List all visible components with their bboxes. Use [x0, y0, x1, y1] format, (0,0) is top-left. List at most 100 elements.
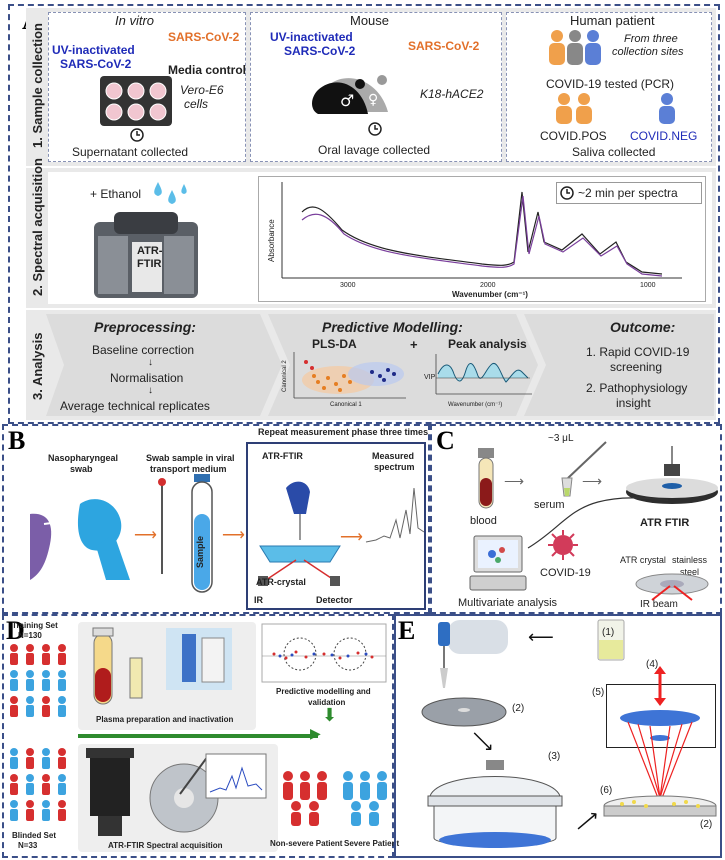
model-plsda: PLS-DA [312, 337, 357, 351]
b-atr-label: ATR-FTIR [262, 451, 303, 461]
arrow-b-2: ⟶ [222, 527, 245, 544]
human-pos: COVID.POS [540, 129, 607, 143]
pre-step-1: Baseline correction [92, 343, 195, 357]
training-label-2: N=130 [18, 631, 42, 640]
human-result: Saliva collected [572, 145, 656, 159]
plasma-label: Plasma preparation and inactivation [96, 715, 234, 724]
vtm-label-1: Swab sample in viral [146, 453, 235, 463]
plasma-tubes-icon [92, 627, 232, 705]
tick-3000: 3000 [340, 282, 356, 289]
tube-sample-label: Sample [195, 535, 205, 568]
panel-e [394, 614, 722, 858]
svg-text:♂: ♂ [340, 91, 354, 110]
tick-2000: 2000 [480, 282, 496, 289]
c-blood-label: blood [470, 515, 497, 527]
e-label-2: (2) [512, 703, 525, 714]
e-label-5: (5) [592, 687, 605, 698]
sample-tube-icon [158, 474, 213, 593]
out-1a: 1. Rapid COVID-19 [586, 345, 690, 359]
panel-d [2, 614, 394, 858]
atr-crystal-diagram [258, 481, 341, 586]
arrow-c-2: ⟶ [582, 473, 603, 489]
acq-label: ATR-FTIR Spectral acquisition [108, 841, 223, 850]
blood-tube-icon [478, 448, 494, 509]
c-volume-label: ~3 μL [548, 433, 574, 444]
green-arrow-d-head: ▶ [310, 725, 321, 741]
computer-icon [469, 535, 527, 591]
invitro-box [48, 12, 246, 162]
model-plus: + [410, 337, 418, 352]
invitro-uv: UV-inactivated [52, 43, 135, 57]
pipette-icon-c [561, 441, 607, 497]
arrow-b-1: ⟶ [134, 527, 157, 544]
blinded-label-1: Blinded Set [12, 831, 57, 840]
pos-people-icon [556, 93, 592, 124]
human-box [506, 12, 712, 162]
training-people-grid [10, 644, 66, 717]
predictive-scatter-d [261, 623, 387, 683]
repeat-label: Repeat measurement phase three times [258, 427, 429, 437]
vtm-label-2: transport medium [150, 464, 227, 474]
vial-icon [597, 619, 625, 661]
model-header: Predictive Modelling: [322, 319, 463, 335]
swab-label-2: swab [70, 464, 93, 474]
human-sites2: collection sites [612, 46, 684, 58]
arrow-c-1: ⟶ [504, 473, 525, 489]
canonical-2-label: Canonical 2 [282, 360, 288, 392]
clock-icon [130, 128, 144, 142]
pred-label-1: Predictive modelling and [276, 687, 371, 696]
meas-label-2: spectrum [374, 462, 415, 472]
panel-c-label: C [436, 426, 455, 455]
cable-line [527, 497, 669, 549]
swab-label-1: Nasopharyngeal [48, 453, 119, 463]
mouse-box [250, 12, 502, 162]
pre-arrow-1: ↓ [148, 357, 153, 368]
c-steel-label-1: stainless [672, 555, 708, 565]
panel-b [2, 424, 430, 614]
desiccator-icon [427, 760, 563, 848]
e-label-4: (4) [646, 659, 659, 670]
blinded-people-grid [10, 748, 66, 821]
meas-label-1: Measured [372, 451, 415, 461]
invitro-media: Media control [168, 63, 247, 77]
c-beam-label: IR beam [640, 599, 678, 610]
people-icon [549, 30, 601, 65]
spectrum-ylabel: Absorbance [267, 219, 276, 262]
spectrum-box [258, 176, 706, 302]
atr-beam-diagram [603, 666, 717, 817]
c-atr-label: ATR FTIR [640, 517, 690, 529]
panel-e-label: E [398, 616, 416, 645]
virus-icon [548, 530, 578, 560]
human-tested: COVID-19 tested (PCR) [546, 77, 675, 91]
clock-icon-mouse [368, 122, 382, 136]
spectrum-xlabel: Wavenumber (cm⁻¹) [452, 290, 528, 299]
arrow-e-left: ⟵ [528, 627, 554, 647]
mouse-result: Oral lavage collected [318, 143, 431, 157]
invitro-result: Supernatant collected [72, 145, 189, 159]
panel-b-label: B [8, 426, 26, 455]
time-badge [556, 182, 702, 204]
clock-icon-time [560, 186, 574, 200]
invitro-cells: Vero-E6 [180, 83, 224, 97]
vip-label: VIP [424, 374, 436, 381]
invitro-sars-orange: SARS-CoV-2 [168, 30, 240, 44]
crystal-disc-c [635, 573, 709, 601]
pre-step-3: Average technical replicates [60, 399, 210, 413]
e-label-2b: (2) [700, 819, 713, 830]
e-label-3: (3) [548, 751, 561, 762]
instrument-label-1: ATR- [137, 245, 163, 257]
canonical-1-label: Canonical 1 [330, 402, 362, 408]
atr-ftir-instrument-icon [94, 212, 198, 298]
atr-setup-box [246, 442, 426, 610]
pipette-hand-icon [438, 620, 508, 688]
severe-people-icon [343, 771, 387, 826]
mouse-strain: K18-hACE2 [420, 87, 484, 101]
instrument-label-2: FTIR [137, 258, 162, 270]
pre-step-2: Normalisation [110, 371, 184, 385]
droplets-icon [154, 182, 187, 204]
invitro-sars: SARS-CoV-2 [60, 57, 132, 71]
tick-1000: 1000 [640, 282, 656, 289]
out-1b: screening [610, 360, 663, 374]
out-header: Outcome: [610, 319, 676, 335]
row3-title: 3. Analysis [30, 332, 45, 400]
